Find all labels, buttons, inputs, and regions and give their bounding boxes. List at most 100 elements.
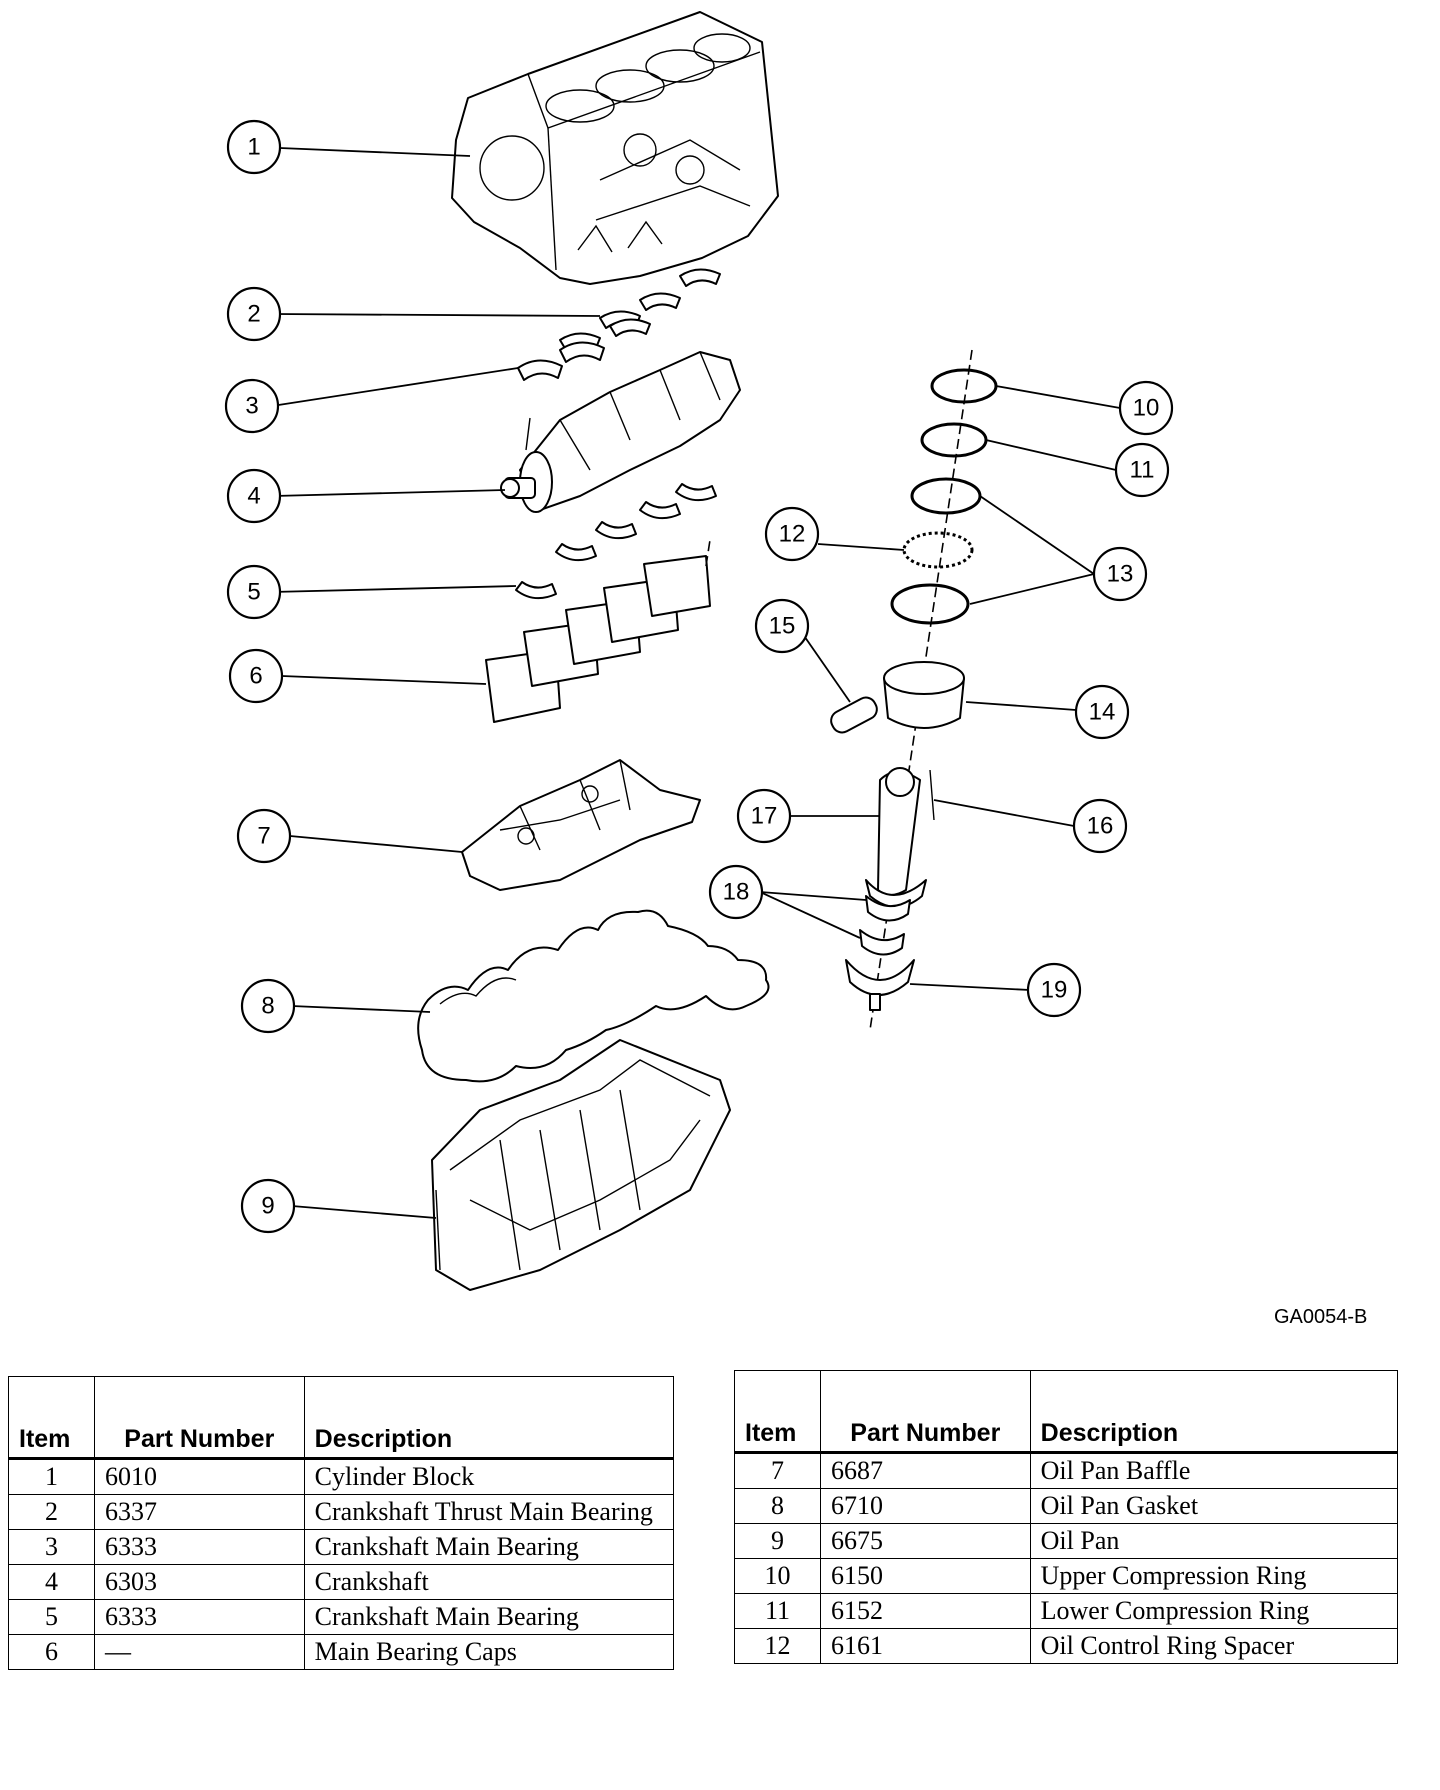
cell-description: Upper Compression Ring xyxy=(1029,1558,1399,1594)
figure-id: GA0054-B xyxy=(1274,1306,1368,1328)
header-description: Description xyxy=(1029,1370,1399,1453)
callout-5: 5 xyxy=(226,564,282,620)
oil-pan-drawing xyxy=(431,1039,731,1291)
callout-11: 11 xyxy=(1114,442,1170,498)
callout-label: 10 xyxy=(1133,395,1160,422)
cell-description: Oil Pan xyxy=(1029,1523,1399,1559)
cell-part-number: 6152 xyxy=(819,1593,1031,1629)
cell-description: Oil Control Ring Spacer xyxy=(1029,1628,1399,1664)
callout-label: 4 xyxy=(247,483,260,510)
table-header-row: Item Part Number Description xyxy=(8,1376,675,1459)
cell-item: 8 xyxy=(734,1488,821,1524)
cell-part-number: 6333 xyxy=(93,1599,305,1635)
oil-pan-baffle-drawing xyxy=(461,759,701,891)
piston-assembly-drawing xyxy=(830,349,998,1031)
oil-pan-gasket-drawing xyxy=(417,909,770,1083)
callout-label: 1 xyxy=(247,134,260,161)
callout-label: 3 xyxy=(245,393,258,420)
cell-item: 10 xyxy=(734,1558,821,1594)
callout-label: 9 xyxy=(261,1193,274,1220)
callout-4: 4 xyxy=(226,468,282,524)
cell-description: Cylinder Block xyxy=(303,1458,675,1495)
callout-label: 16 xyxy=(1087,813,1114,840)
callout-label: 5 xyxy=(247,579,260,606)
cell-part-number: 6010 xyxy=(93,1458,305,1495)
callout-6: 6 xyxy=(228,648,284,704)
cell-part-number: 6337 xyxy=(93,1494,305,1530)
cell-item: 1 xyxy=(8,1458,95,1495)
cell-item: 4 xyxy=(8,1564,95,1600)
callout-8: 8 xyxy=(240,978,296,1034)
callout-18: 18 xyxy=(708,864,764,920)
callout-10: 10 xyxy=(1118,380,1174,436)
callout-label: 11 xyxy=(1130,457,1155,484)
callout-7: 7 xyxy=(236,808,292,864)
callout-label: 12 xyxy=(779,521,806,548)
callout-16: 16 xyxy=(1072,798,1128,854)
callout-19: 19 xyxy=(1026,962,1082,1018)
cell-description: Crankshaft Thrust Main Bearing xyxy=(303,1494,675,1530)
cell-item: 7 xyxy=(734,1452,821,1489)
callout-15: 15 xyxy=(754,598,810,654)
cylinder-block-drawing xyxy=(451,11,779,285)
cell-part-number: 6675 xyxy=(819,1523,1031,1559)
callout-label: 14 xyxy=(1089,699,1116,726)
cell-item: 5 xyxy=(8,1599,95,1635)
cell-part-number: — xyxy=(93,1634,305,1670)
cell-item: 3 xyxy=(8,1529,95,1565)
main-bearings-lower-drawing xyxy=(515,483,717,600)
callout-label: 19 xyxy=(1041,977,1068,1004)
main-bearing-caps-drawing xyxy=(485,539,711,723)
exploded-view-diagram: 1 2 3 4 5 6 7 8 9 10 11 12 13 14 15 16 1… xyxy=(224,11,1174,1291)
callout-label: 18 xyxy=(723,879,750,906)
callout-2: 2 xyxy=(226,286,282,342)
callout-12: 12 xyxy=(764,506,820,562)
cell-description: Oil Pan Baffle xyxy=(1029,1452,1399,1489)
callout-9: 9 xyxy=(240,1178,296,1234)
callout-label: 8 xyxy=(261,993,274,1020)
callout-17: 17 xyxy=(736,788,792,844)
crankshaft-drawing xyxy=(500,351,741,513)
header-description: Description xyxy=(303,1376,675,1459)
cell-description: Crankshaft xyxy=(303,1564,675,1600)
callout-label: 7 xyxy=(257,823,270,850)
callout-3: 3 xyxy=(224,378,280,434)
cell-description: Main Bearing Caps xyxy=(303,1634,675,1670)
callout-label: 2 xyxy=(247,301,260,328)
header-item: Item xyxy=(8,1376,95,1459)
cell-description: Crankshaft Main Bearing xyxy=(303,1529,675,1565)
table-row: 6—Main Bearing Caps xyxy=(8,1634,675,1670)
cell-item: 12 xyxy=(734,1628,821,1664)
cell-item: 6 xyxy=(8,1634,95,1670)
callout-label: 15 xyxy=(769,613,796,640)
cell-part-number: 6161 xyxy=(819,1628,1031,1664)
cell-part-number: 6710 xyxy=(819,1488,1031,1524)
cell-part-number: 6303 xyxy=(93,1564,305,1600)
main-bearings-upper-drawing xyxy=(517,341,605,381)
header-item: Item xyxy=(734,1370,821,1453)
cell-item: 11 xyxy=(734,1593,821,1629)
cell-item: 9 xyxy=(734,1523,821,1559)
cell-description: Lower Compression Ring xyxy=(1029,1593,1399,1629)
header-part-number: Part Number xyxy=(819,1370,1031,1453)
cell-item: 2 xyxy=(8,1494,95,1530)
callout-label: 13 xyxy=(1107,561,1134,588)
header-part-number: Part Number xyxy=(93,1376,305,1459)
cell-part-number: 6150 xyxy=(819,1558,1031,1594)
table-header-row: Item Part Number Description xyxy=(734,1370,1399,1453)
callout-leaders xyxy=(271,147,1121,1219)
cell-part-number: 6333 xyxy=(93,1529,305,1565)
